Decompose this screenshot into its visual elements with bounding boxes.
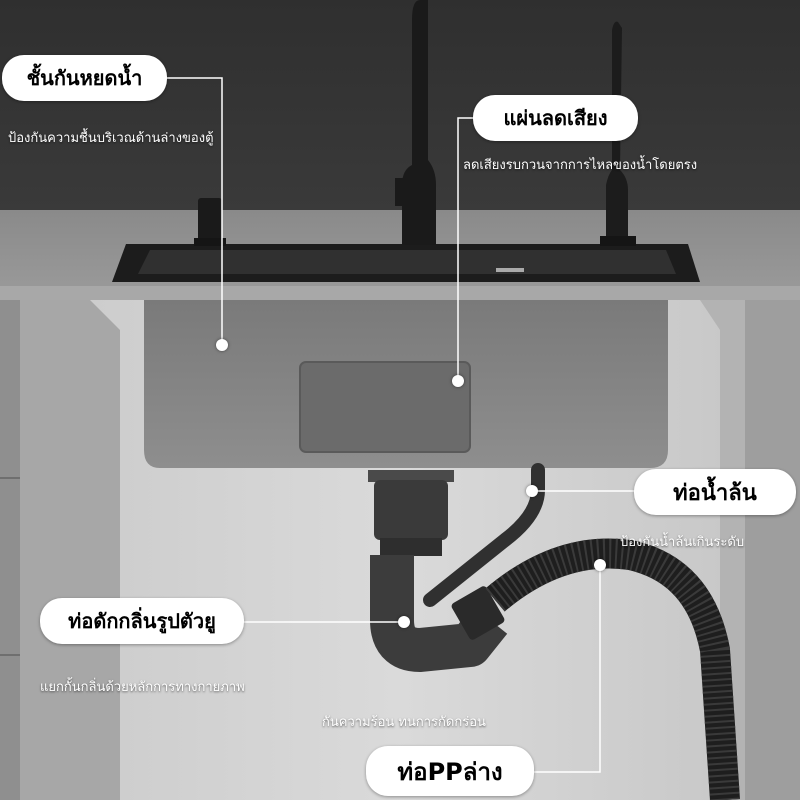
sound-title: แผ่นลดเสียง (473, 95, 638, 141)
leader-lines (165, 77, 635, 773)
sound-desc: ลดเสียงรบกวนจากการไหลของน้ำโดยตรง (463, 158, 698, 173)
overflow-dot (526, 485, 538, 497)
sound-pad (299, 361, 471, 453)
trap-dot (398, 616, 410, 628)
soap-dispenser (198, 198, 222, 244)
waterproof-dot (216, 339, 228, 351)
overflow-title: ท่อน้ำล้น (634, 469, 796, 515)
sink-opening (138, 250, 676, 274)
overflow-desc: ป้องกันน้ำล้นเกินระดับ (620, 535, 745, 550)
pp-title: ท่อPPล่าง (366, 746, 534, 796)
waterproof-desc: ป้องกันความชื้นบริเวณด้านล่างของตู้ (8, 131, 214, 146)
waterproof-title: ชั้นกันหยดน้ำ (2, 55, 167, 101)
right-edge (745, 300, 800, 800)
pp-desc: กันความร้อน ทนการกัดกร่อน (322, 715, 486, 730)
left-panel (0, 300, 20, 800)
trap-desc: แยกกั้นกลิ่นด้วยหลักการทางกายภาพ (40, 680, 245, 695)
faucet (402, 0, 436, 245)
countertop-edge (0, 286, 800, 302)
pp-dot (594, 559, 606, 571)
drain-fitting (368, 470, 454, 482)
sound-dot (452, 375, 464, 387)
u-trap-pipe (370, 555, 508, 672)
trap-title: ท่อดักกลิ่นรูปตัวยู (40, 598, 244, 644)
left-wall (20, 300, 120, 800)
